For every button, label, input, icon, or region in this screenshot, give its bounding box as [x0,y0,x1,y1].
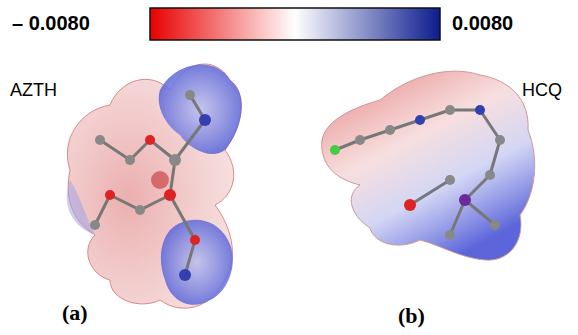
hcq-atoms [330,105,505,240]
color-bar [150,8,440,40]
hcq-surface [322,71,535,260]
molecule-name: HCQ [522,80,562,101]
panel-label: (b) [398,303,425,329]
azth-atoms [90,90,211,281]
azth-surface [67,64,241,308]
hcq-bonds [335,110,500,235]
panel-label: (a) [62,300,88,326]
scale-max: 0.0080 [452,12,513,35]
azth-bonds [95,95,205,275]
azth-positive-region [161,220,233,305]
molecule-name: AZTH [10,80,57,101]
azth-positive-region [159,65,242,154]
scale-min: – 0.0080 [12,12,90,35]
